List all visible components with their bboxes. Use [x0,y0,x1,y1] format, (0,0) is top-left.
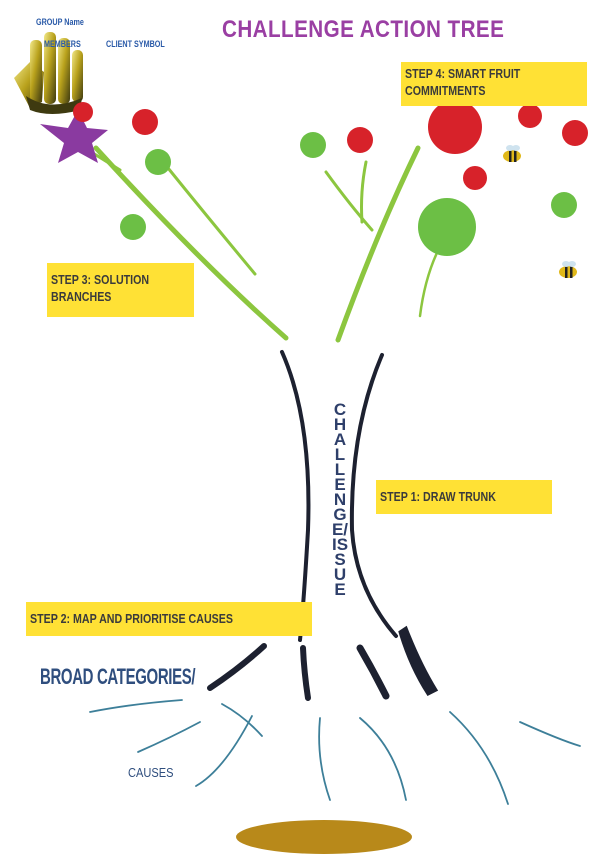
right-twig-2 [362,162,367,222]
right-main-branch [338,148,418,340]
bee-icon [503,145,521,162]
green-fruit [551,192,577,218]
step1-label: STEP 1: DRAW TRUNK [376,480,552,514]
left-twig [168,168,255,274]
green-fruit [145,149,171,175]
right-twig-1 [326,172,372,230]
broad-category-roots [210,628,436,698]
group-name-label: GROUP Name [36,18,84,27]
ground-patch [236,820,412,854]
red-fruit [347,127,373,153]
bee-icon [559,261,577,278]
red-fruit [132,109,158,135]
step3-label: STEP 3: SOLUTION BRANCHES [47,263,194,317]
client-symbol-label: CLIENT SYMBOL [106,40,165,49]
trunk-left-edge [282,352,308,640]
red-fruit [463,166,487,190]
trunk-challenge-issue-label: CHALLENGE/ISSUE [330,402,350,597]
broad-categories-label: BROAD CATEGORIES/ [40,666,195,688]
red-fruit [518,104,542,128]
page-title: CHALLENGE ACTION TREE [222,18,504,42]
step2-label: STEP 2: MAP AND PRIORITISE CAUSES [26,602,312,636]
red-fruit [73,102,93,122]
red-fruit [428,100,482,154]
red-fruit [562,120,588,146]
green-fruit [120,214,146,240]
cause-roots [90,700,580,804]
step4-label: STEP 4: SMART FRUIT COMMITMENTS [401,62,587,106]
members-label: MEMBERS [44,40,81,49]
causes-label: CAUSES [128,766,173,779]
green-fruit [418,198,476,256]
green-fruit [300,132,326,158]
